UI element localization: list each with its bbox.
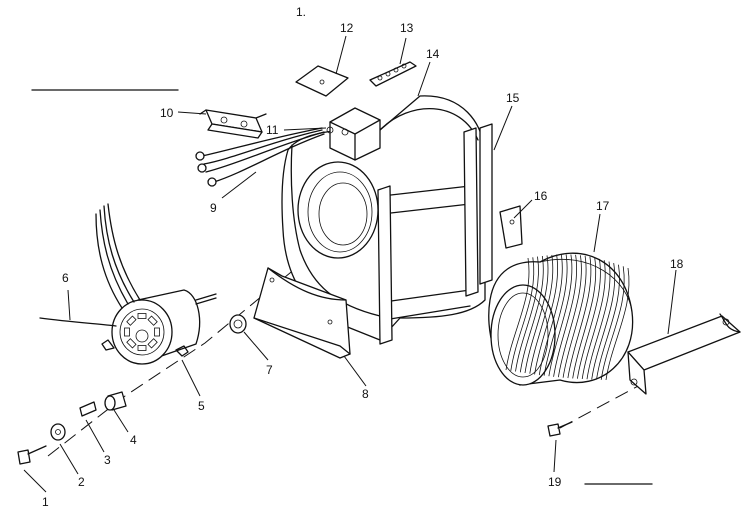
wheel-blade [505, 257, 530, 371]
junction-box-cover [295, 65, 349, 97]
callout-13: 13 [400, 21, 414, 35]
wheel-blade [529, 254, 554, 374]
wheel-blade [577, 258, 601, 379]
callout-9: 9 [210, 201, 217, 215]
terminal-strip [369, 61, 417, 87]
wheel-blade [534, 254, 558, 375]
motor-vent-slot [126, 315, 137, 326]
callout-5: 5 [198, 399, 205, 413]
wheel-blade [591, 263, 616, 380]
blower-wheel [488, 252, 634, 386]
callout-3: 3 [104, 453, 111, 467]
callout-1: 1 [42, 495, 49, 509]
wheel-blade [605, 267, 630, 381]
motor-leads [39, 203, 141, 327]
support-bracket [499, 205, 523, 249]
callout-12: 12 [340, 21, 354, 35]
wheel-blade [519, 255, 544, 373]
callout-6: 6 [62, 271, 69, 285]
motor-vent-slot [124, 327, 130, 337]
motor-vent-slot [147, 315, 158, 326]
motor-vent-slot [137, 313, 147, 319]
wheel-blade [567, 256, 592, 379]
callout-18: 18 [670, 257, 684, 271]
bushing [229, 314, 247, 334]
motor [101, 289, 217, 365]
motor-vent-slot [154, 327, 160, 337]
wheel-blade [572, 257, 597, 379]
wiring-harness [195, 127, 325, 187]
wheel-blade [510, 257, 535, 371]
wheel-blade [515, 256, 539, 372]
wheel-screw [547, 421, 573, 437]
mounting-legs [377, 123, 493, 345]
callout-leaders [23, 35, 677, 493]
callout-labels: 1 2 3 4 5 6 7 8 9 10 11 12 13 14 15 16 1… [42, 21, 684, 509]
wheel-blades [505, 254, 630, 381]
motor-vents [124, 313, 160, 351]
wheel-blade [596, 264, 620, 380]
callout-7: 7 [266, 363, 273, 377]
screw [17, 445, 47, 465]
callout-10: 10 [160, 106, 174, 120]
wheel-blade [558, 255, 582, 378]
junction-box [326, 107, 381, 161]
header-mark: 1. [296, 5, 306, 19]
wheel-support [627, 313, 741, 395]
sleeve [104, 391, 127, 411]
motor-vent-slot [147, 338, 158, 349]
callout-4: 4 [130, 433, 137, 447]
callout-17: 17 [596, 199, 610, 213]
wheel-blade [543, 254, 568, 376]
wheel-blade [548, 254, 573, 377]
wheel-blade [524, 255, 549, 374]
wheel-blade [562, 255, 587, 378]
wheel-blade [600, 266, 625, 380]
callout-11: 11 [266, 123, 279, 137]
washer [50, 423, 66, 441]
callout-19: 19 [548, 475, 562, 489]
motor-vent-slot [126, 338, 137, 349]
spacer [79, 401, 97, 417]
callout-2: 2 [78, 475, 85, 489]
wheel-blade [586, 261, 611, 380]
callout-14: 14 [426, 47, 440, 61]
callout-15: 15 [506, 91, 520, 105]
callout-16: 16 [534, 189, 548, 203]
wheel-blade [553, 254, 577, 377]
wheel-blade [581, 260, 606, 380]
callout-8: 8 [362, 387, 369, 401]
wheel-blade [538, 254, 563, 376]
motor-mount-bracket [253, 267, 351, 359]
motor-vent-slot [137, 345, 147, 351]
capacitor [199, 109, 267, 139]
